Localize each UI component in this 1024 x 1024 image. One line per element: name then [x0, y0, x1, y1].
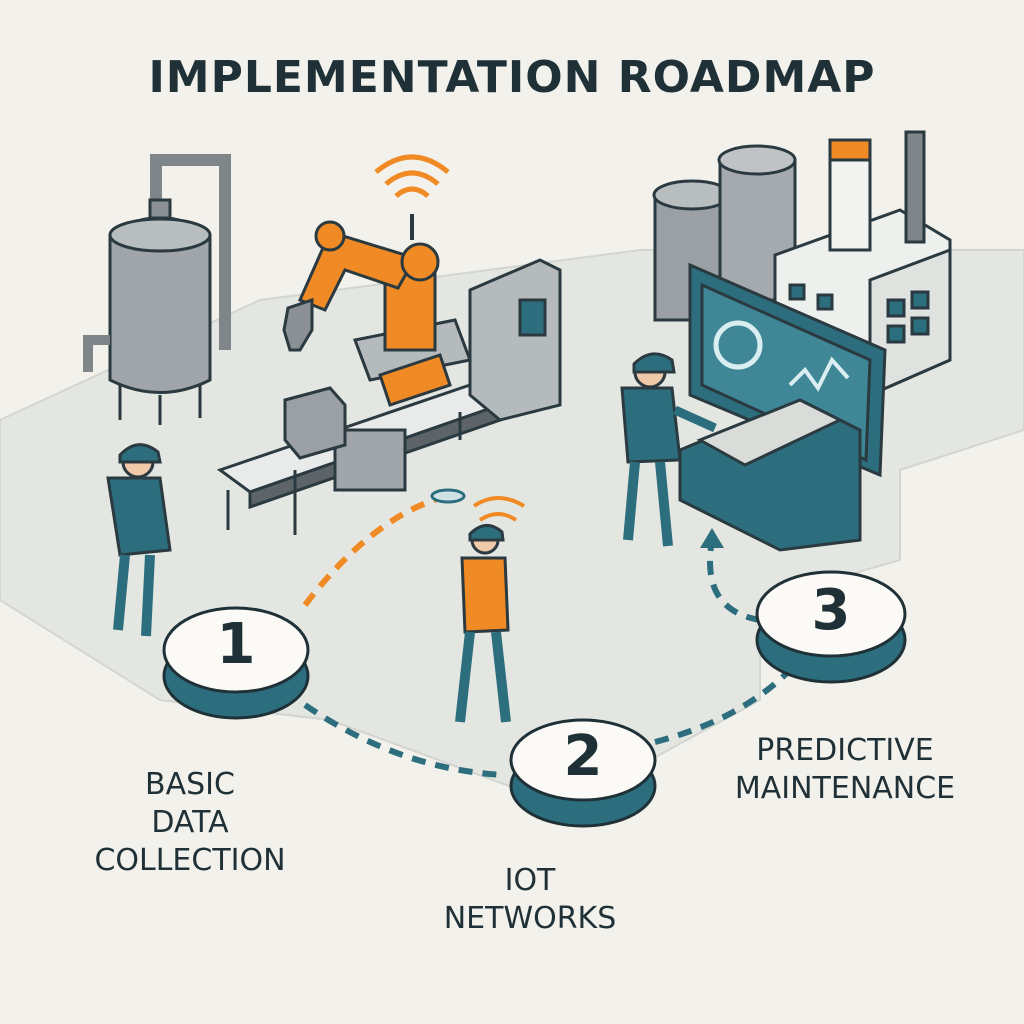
- storage-tank: [83, 154, 231, 425]
- page-title: IMPLEMENTATION ROADMAP: [148, 52, 876, 103]
- iot-sensor: [430, 488, 466, 504]
- step-disc-2: [509, 718, 657, 828]
- step-label-1: BASIC DATA COLLECTION: [94, 767, 286, 878]
- step-disc-1: [162, 606, 310, 720]
- monitoring-station: [678, 262, 887, 552]
- step-number-3: 3: [811, 578, 851, 643]
- worker-right: [620, 352, 717, 547]
- arrow-head: [700, 528, 724, 548]
- worker-center: [455, 496, 526, 723]
- factory-building: [652, 130, 952, 398]
- conveyor-belt: [216, 258, 562, 535]
- step-number-1: 1: [216, 612, 256, 677]
- step-label-3: PREDICTIVE MAINTENANCE: [734, 733, 956, 806]
- step-disc-3: [755, 570, 907, 684]
- worker-left: [106, 443, 172, 637]
- step-label-2: IOT NETWORKS: [443, 863, 617, 936]
- step-number-2: 2: [563, 724, 603, 789]
- roadmap-path: [302, 495, 793, 778]
